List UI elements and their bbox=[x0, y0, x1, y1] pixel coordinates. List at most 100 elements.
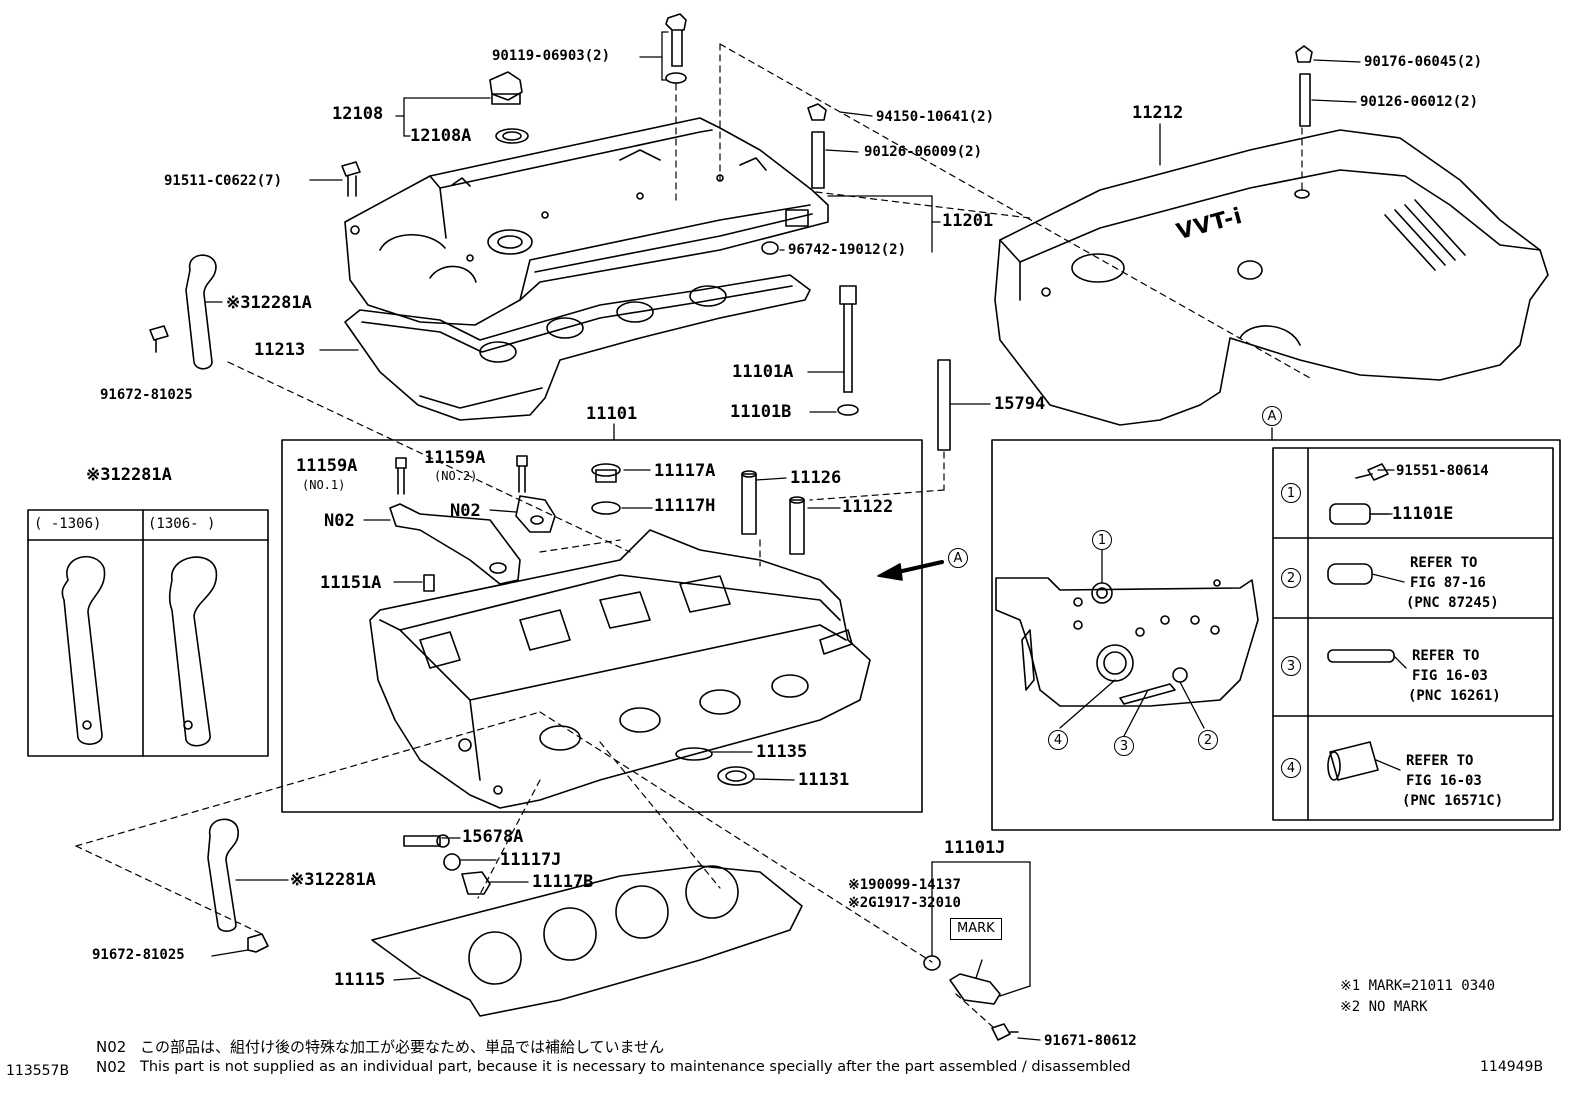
figure-id-right: 114949B bbox=[1480, 1059, 1544, 1075]
bolt-91511 bbox=[341, 161, 361, 197]
label-n02-left: N02 bbox=[324, 511, 355, 531]
hook-12281a-bottom bbox=[207, 818, 269, 953]
valve-guide-11122 bbox=[789, 496, 805, 555]
label-11126: 11126 bbox=[790, 468, 842, 488]
label-11122: 11122 bbox=[842, 497, 894, 517]
mark-tag: MARK bbox=[950, 918, 1002, 940]
footnote-en-code: N02 bbox=[96, 1058, 127, 1076]
refer-row1-part2: 11101E bbox=[1392, 504, 1454, 524]
label-11131: 11131 bbox=[798, 770, 850, 790]
label-11115: 11115 bbox=[334, 970, 386, 990]
refer-row1-num: 1 bbox=[1281, 483, 1301, 503]
label-11117b: 11117B bbox=[532, 872, 594, 892]
camshaft-bearing-cap-n02 bbox=[389, 495, 556, 585]
refer-row3-num: 3 bbox=[1281, 656, 1301, 676]
detail-callout-1: 1 bbox=[1092, 530, 1112, 550]
refer-row1-art bbox=[1329, 463, 1389, 525]
nut-90176 bbox=[1295, 45, 1313, 63]
inset-title: ※312281A bbox=[86, 465, 172, 485]
valve-guide-11126 bbox=[741, 470, 757, 535]
plug-11117b bbox=[461, 871, 491, 895]
detail-callout-3: 3 bbox=[1114, 736, 1134, 756]
mark-legend-2: ※2 NO MARK bbox=[1340, 999, 1428, 1015]
label-11101: 11101 bbox=[586, 404, 638, 424]
inset-col1-header: ( -1306) bbox=[34, 516, 102, 532]
footnote-jp-code: N02 bbox=[96, 1038, 127, 1056]
stud-15794 bbox=[937, 359, 951, 451]
seal-96742 bbox=[761, 241, 779, 255]
detail-a-engine-block bbox=[995, 577, 1259, 707]
label-11117a: 11117A bbox=[654, 461, 716, 481]
circle-a-detail: A bbox=[1262, 406, 1282, 426]
label-94150-10641: 94150-10641(2) bbox=[876, 109, 995, 125]
label-12108: 12108 bbox=[332, 104, 384, 124]
arrow-to-detail-a bbox=[896, 560, 944, 574]
detail-callout-4: 4 bbox=[1048, 730, 1068, 750]
hook-old-type bbox=[61, 555, 106, 745]
label-15678a: 15678A bbox=[462, 827, 524, 847]
label-11135: 11135 bbox=[756, 742, 808, 762]
circle-a-arrow: A bbox=[948, 548, 968, 568]
hook-12281a-top bbox=[149, 254, 217, 370]
mark-legend-1: ※1 MARK=21011 0340 bbox=[1340, 978, 1496, 994]
refer-row2-text1: REFER TO bbox=[1410, 555, 1478, 571]
refer-row2-text3: (PNC 87245) bbox=[1406, 595, 1499, 611]
label-12108a: 12108A bbox=[410, 126, 472, 146]
label-96742-19012: 96742-19012(2) bbox=[788, 242, 907, 258]
label-11151a: 11151A bbox=[320, 573, 382, 593]
label-90099-14137: ※190099-14137 bbox=[848, 877, 961, 893]
refer-row3-text1: REFER TO bbox=[1412, 648, 1480, 664]
refer-row4-text1: REFER TO bbox=[1406, 753, 1474, 769]
refer-row4-text2: FIG 16-03 bbox=[1406, 773, 1482, 789]
oil-control-valve-11101j bbox=[923, 955, 1019, 1041]
label-12281a-bottom: ※312281A bbox=[290, 870, 376, 890]
bolt-11159a-no1 bbox=[395, 457, 407, 495]
seal-11131 bbox=[717, 766, 755, 786]
label-11117j: 11117J bbox=[500, 850, 562, 870]
label-90176-06045: 90176-06045(2) bbox=[1364, 54, 1483, 70]
bolt-90119 bbox=[665, 13, 687, 84]
pin-11151a bbox=[423, 574, 435, 592]
label-91672-81025-top: 91672-81025 bbox=[100, 387, 193, 403]
figure-id-left: 113557B bbox=[6, 1063, 70, 1079]
footnote-jp-text: この部品は、組付け後の特殊な加工が必要なため、単品では補給していません bbox=[140, 1038, 665, 1056]
gasket-11117j bbox=[443, 853, 461, 871]
label-11212: 11212 bbox=[1132, 103, 1184, 123]
refer-row3-text2: FIG 16-03 bbox=[1412, 668, 1488, 684]
engine-cover-11212 bbox=[994, 129, 1549, 426]
leader-lines bbox=[205, 31, 1407, 1041]
footnote-en-text: This part is not supplied as an individu… bbox=[140, 1059, 1131, 1075]
refer-row4-num: 4 bbox=[1281, 758, 1301, 778]
refer-row1-part: 91551-80614 bbox=[1396, 463, 1489, 479]
label-11101b: 11101B bbox=[730, 402, 792, 422]
label-15794: 15794 bbox=[994, 394, 1046, 414]
label-11159a-no1: 11159A bbox=[296, 456, 358, 476]
head-gasket-11115 bbox=[371, 865, 803, 1017]
label-91511-c0622: 91511-C0622(7) bbox=[164, 173, 283, 189]
cylinder-head-frame bbox=[281, 439, 923, 813]
head-bolt-11101a bbox=[837, 285, 859, 416]
label-n02-right: N02 bbox=[450, 501, 481, 521]
stud-90126-06009 bbox=[811, 131, 825, 189]
label-11213: 11213 bbox=[254, 340, 306, 360]
plug-11117a bbox=[591, 463, 621, 515]
inset-col2-header: (1306- ) bbox=[148, 516, 216, 532]
label-11159a-no1-sub: (NO.1) bbox=[302, 478, 346, 492]
label-90119-06903: 90119-06903(2) bbox=[492, 48, 611, 64]
refer-row2-text2: FIG 87-16 bbox=[1410, 575, 1486, 591]
inset-12281a-frame bbox=[27, 509, 269, 757]
label-91671-80612: 91671-80612 bbox=[1044, 1033, 1137, 1049]
refer-row2-art bbox=[1327, 563, 1373, 585]
detail-a-frame bbox=[991, 439, 1561, 831]
label-11159a-no2-sub: (NO.2) bbox=[434, 469, 478, 483]
label-91672-81025-bottom: 91672-81025 bbox=[92, 947, 185, 963]
stud-90126-06012 bbox=[1299, 73, 1311, 127]
hook-new-type bbox=[168, 556, 218, 747]
refer-row4-art bbox=[1327, 741, 1379, 781]
label-90126-06012: 90126-06012(2) bbox=[1360, 94, 1479, 110]
refer-row3-text3: (PNC 16261) bbox=[1408, 688, 1501, 704]
cylinder-head-11101 bbox=[369, 529, 871, 809]
label-11101a: 11101A bbox=[732, 362, 794, 382]
